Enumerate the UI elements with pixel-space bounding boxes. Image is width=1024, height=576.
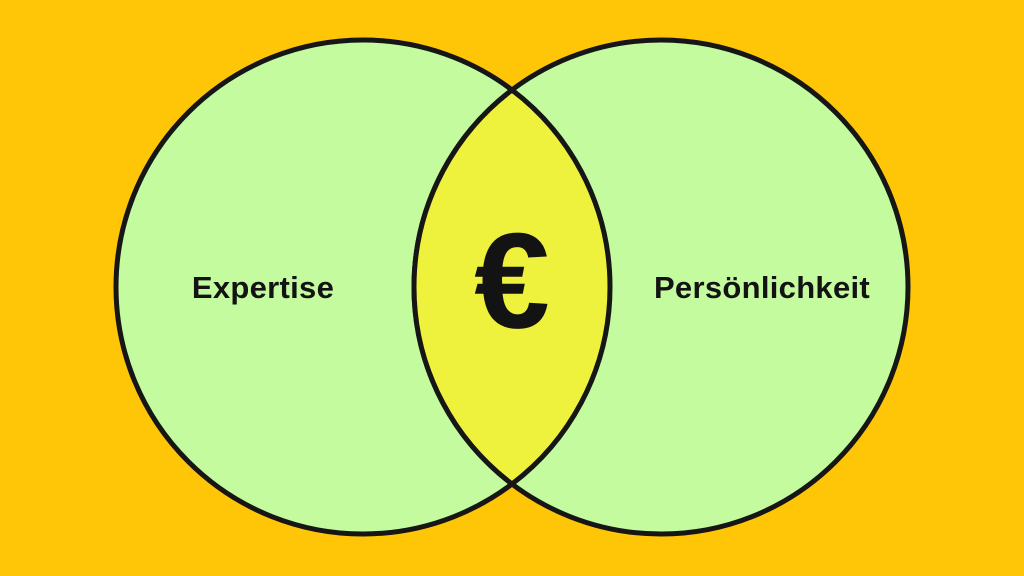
euro-sign-icon: € (474, 204, 550, 357)
intersection-lens (411, 87, 613, 487)
right-set-label: Persönlichkeit (653, 270, 871, 305)
left-set-label: Expertise (191, 270, 335, 305)
